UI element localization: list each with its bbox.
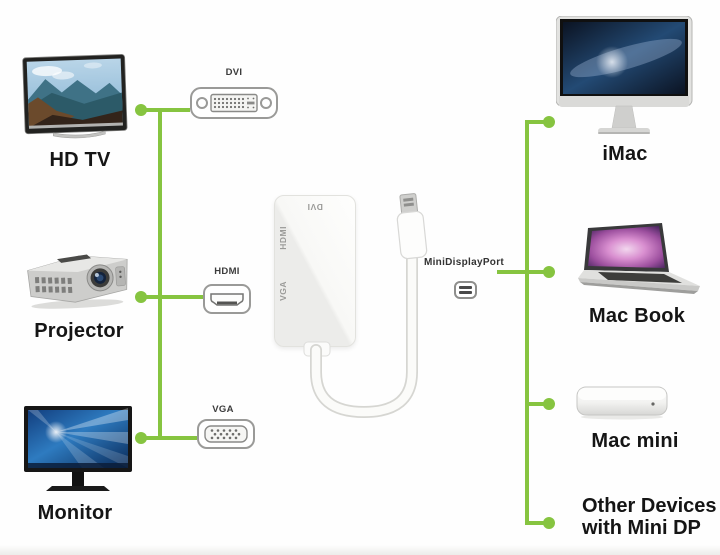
other-devices-label: Other Devices with Mini DP	[582, 495, 717, 539]
macmini-branch-line	[527, 402, 549, 406]
other-devices-label-line1: Other Devices	[582, 495, 717, 517]
adapter-body: DVI HDMI VGA	[274, 195, 356, 347]
imac-image	[555, 15, 694, 138]
imac-label: iMac	[602, 143, 648, 165]
hdtv-image	[22, 52, 134, 144]
vga-connector-label: VGA	[212, 404, 234, 415]
imac-node-dot	[543, 116, 555, 128]
hdtv-branch-line	[141, 108, 190, 112]
projector-label: Projector	[34, 320, 124, 342]
imac-branch-line	[527, 120, 549, 124]
hdmi-connector-icon	[203, 284, 251, 314]
projector-node-dot	[135, 291, 147, 303]
macmini-image	[576, 384, 668, 420]
macbook-label: Mac Book	[588, 305, 686, 327]
hdtv-label: HD TV	[49, 149, 111, 171]
other-devices-branch-line	[527, 521, 549, 525]
monitor-label: Monitor	[37, 502, 113, 524]
other-devices-label-line2: with Mini DP	[582, 516, 701, 539]
left-bus-line	[158, 108, 162, 440]
vga-connector-icon	[197, 419, 255, 449]
macmini-node-dot	[543, 398, 555, 410]
macbook-node-dot	[543, 266, 555, 278]
monitor-branch-line	[141, 436, 197, 440]
minidp-port-icon	[454, 281, 477, 299]
macbook-image	[572, 220, 707, 302]
minidp-cable-image	[280, 185, 480, 430]
dvi-connector-label: DVI	[225, 67, 243, 78]
macmini-label: Mac mini	[591, 430, 679, 452]
dvi-connector-icon	[190, 87, 278, 119]
monitor-node-dot	[135, 432, 147, 444]
right-bus-line	[525, 120, 529, 525]
projector-image	[20, 244, 136, 310]
hdmi-connector-label: HDMI	[214, 266, 240, 277]
minidp-label: MiniDisplayPort	[423, 257, 505, 268]
hdtv-node-dot	[135, 104, 147, 116]
macbook-branch-line	[497, 270, 549, 274]
monitor-image	[24, 406, 136, 492]
projector-branch-line	[141, 295, 203, 299]
other-devices-node-dot	[543, 517, 555, 529]
minidp-plug	[396, 193, 428, 260]
